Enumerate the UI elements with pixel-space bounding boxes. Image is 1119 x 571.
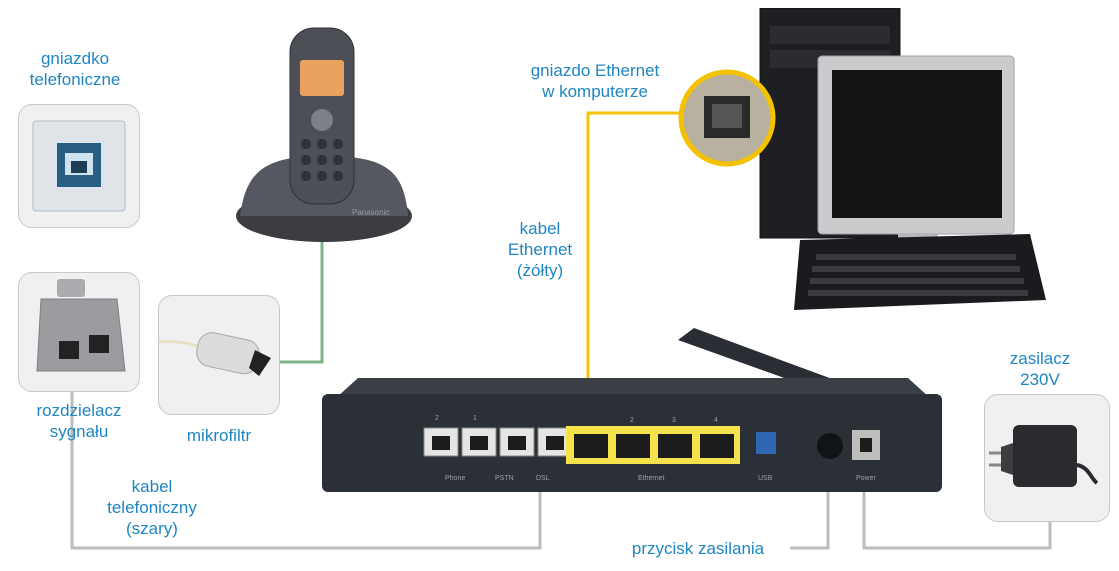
power-adapter-box (984, 394, 1110, 522)
router-port-2-phone-label: 2 (435, 415, 439, 422)
power-adapter-icon (989, 425, 1099, 487)
splitter-box (18, 272, 140, 392)
router-pstn-label: PSTN (495, 475, 514, 482)
ethernet-cable-line (586, 111, 680, 452)
wall-socket-box (18, 104, 140, 228)
wall-socket-icon (32, 120, 126, 212)
cordless-phone-icon: Panasonic (236, 27, 412, 242)
power-button-line (790, 467, 830, 550)
phone-line (262, 240, 324, 364)
router-usb-label: USB (758, 475, 773, 482)
power-button-label: przycisk zasilania (631, 539, 765, 558)
ethernet-cable-label: kabel Ethernet (żółty) (507, 219, 573, 280)
router-port-1-pstn-label: 1 (473, 415, 477, 422)
ethernet-socket-label: gniazdo Ethernet w komputerze (530, 61, 660, 101)
router-ethernet-label: Ethernet (638, 475, 665, 482)
router-icon: 2 1 2 3 4 Phone PSTN DSL Ethernet USB Po… (322, 328, 942, 492)
ethernet-port-icon (678, 69, 776, 167)
router-phone-label: Phone (445, 475, 465, 482)
microfilter-box (158, 295, 280, 415)
router-dsl-label: DSL (536, 475, 550, 482)
power-adapter-label: zasilacz 230V (1009, 349, 1071, 389)
router-power-label: Power (856, 475, 877, 482)
wall-socket-label: gniazdko telefoniczne (29, 49, 121, 89)
microfilter-label: mikrofiltr (186, 426, 252, 445)
splitter-label: rozdzielacz sygnału (36, 401, 122, 441)
splitter-icon (36, 279, 126, 372)
phone-cable-label: kabel telefoniczny (szary) (107, 477, 197, 538)
phone-cable-line (70, 378, 542, 550)
router-port-2-eth-label: 2 (630, 417, 634, 424)
microfilter-icon (158, 332, 271, 376)
desktop-computer-icon (759, 8, 1046, 310)
power-adapter-line (862, 462, 1052, 550)
phone-brand: Panasonic (352, 208, 389, 217)
router-port-3-eth-label: 3 (672, 417, 676, 424)
router-port-4-eth-label: 4 (714, 417, 718, 424)
